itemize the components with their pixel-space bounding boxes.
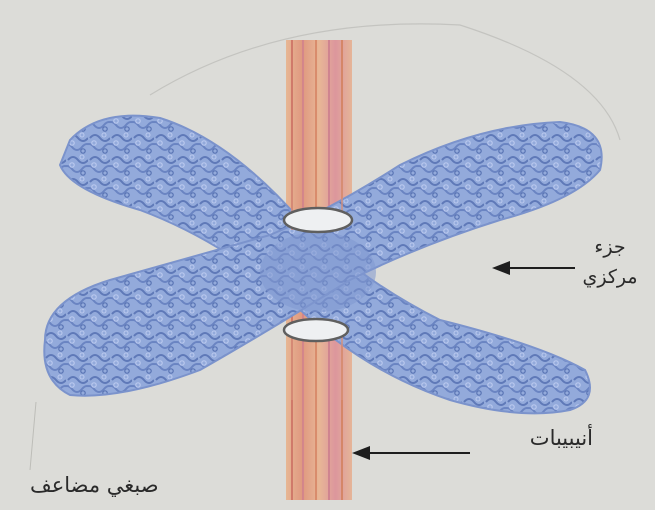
chromosome-label: صبغي مضاعف (30, 473, 159, 497)
centromere-label-line-1: جزء (575, 232, 645, 262)
kinetochore-ring-top (284, 208, 352, 232)
centromere-label: جزء مركزي (575, 232, 645, 292)
centromere-region (260, 232, 376, 312)
kinetochore-ring-bottom (284, 319, 348, 341)
microtubules-arrow (352, 446, 470, 460)
microtubules-label: أنيبيبات (530, 426, 593, 450)
centromere-label-line-2: مركزي (575, 262, 645, 292)
chromosome-pointer-line (30, 402, 36, 470)
centromere-arrow (492, 261, 575, 275)
